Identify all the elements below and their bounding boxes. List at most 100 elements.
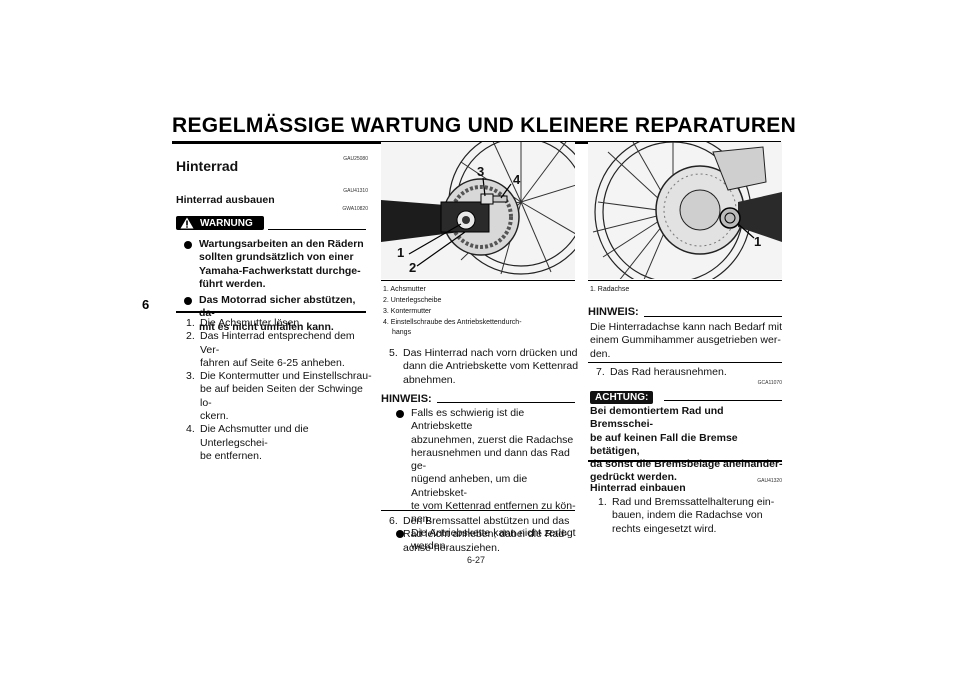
step-line: rechts eingesetzt wird.: [612, 522, 717, 535]
reference-code: GAU25080: [343, 156, 368, 162]
reference-code: GWA10820: [342, 206, 368, 212]
caution-end-rule: [588, 460, 782, 462]
subheading: Hinterrad einbauen: [590, 482, 686, 494]
figure-caption: 1. Radachse: [590, 286, 630, 293]
note-line: Die Antriebskette kann nicht zerlegt: [411, 526, 576, 539]
step-line: Rad und Bremssattelhalterung ein-: [612, 496, 775, 508]
step-item: 4. Die Achsmutter und die Unterlegschei-…: [186, 423, 372, 463]
note-end-rule: [381, 510, 575, 511]
step-line: Den Bremssattel abstützen und das: [403, 515, 570, 527]
step-line: Rad leicht anheben; dabei die Rad-: [403, 528, 568, 541]
note-rule: [437, 402, 575, 403]
step-number: 5.: [389, 347, 398, 359]
step-line: achse herausziehen.: [403, 541, 500, 554]
figure-label: 1: [397, 245, 405, 260]
chapter-tab: 6: [142, 297, 150, 312]
warning-line: Wartungsarbeiten an den Rädern: [199, 238, 364, 250]
figure-label: 3: [477, 164, 485, 179]
caption-line: 2. Unterlegscheibe: [383, 297, 442, 304]
step-item: 2. Das Hinterrad entsprechend dem Ver- f…: [186, 330, 372, 370]
step-line: dann die Antriebskette vom Kettenrad: [403, 360, 579, 373]
rear-axle-photo: 1: [588, 142, 782, 279]
note-line: nen.: [411, 513, 432, 526]
bullet-icon: [396, 410, 404, 418]
page-title: REGELMÄSSIGE WARTUNG UND KLEINERE REPARA…: [172, 114, 797, 137]
note-line: herausnehmen und dann das Rad ge-: [411, 446, 570, 473]
warning-line: Yamaha-Fachwerkstatt durchge-: [199, 264, 361, 277]
bullet-icon: [184, 241, 192, 249]
note-rule: [644, 316, 782, 317]
subheading: Hinterrad ausbauen: [176, 194, 275, 206]
step-item: 6. Den Bremssattel abstützen und das Rad…: [389, 515, 579, 555]
step-number: 1.: [598, 496, 607, 508]
step-line: ckern.: [200, 410, 229, 423]
note-line: Falls es schwierig ist die Antriebskette: [411, 407, 525, 433]
figure-label: 2: [409, 260, 417, 275]
reference-code: GAU41320: [757, 478, 782, 484]
figure-label: 1: [754, 234, 762, 249]
reference-code: GCA11070: [757, 380, 782, 386]
caution-line: gedrückt werden.: [590, 471, 677, 484]
step-line: be entfernen.: [200, 449, 262, 462]
warning-item: Wartungsarbeiten an den Rädern sollten g…: [184, 238, 370, 291]
step-line: be auf beiden Seiten der Schwinge lo-: [200, 383, 363, 409]
note-line: Die Hinterradachse kann nach Bedarf mit: [590, 321, 783, 333]
warning-list: Wartungsarbeiten an den Rädern sollten g…: [184, 238, 370, 334]
step-line: Das Hinterrad entsprechend dem Ver-: [200, 330, 355, 356]
warning-triangle-icon: [180, 217, 194, 229]
caution-label: ACHTUNG:: [590, 391, 654, 404]
section-heading: Hinterrad: [176, 158, 239, 174]
note-line: abzunehmen, zuerst die Radachse: [411, 433, 574, 446]
rear-axle-illustration: [381, 142, 575, 279]
note-line: den.: [590, 347, 611, 360]
note-line: nügend anheben, um die Antriebsket-: [411, 473, 528, 499]
step-line: Die Achsmutter und die Unterlegschei-: [200, 423, 309, 449]
figure-caption: 1. Achsmutter 2. Unterlegscheibe 3. Kont…: [383, 284, 577, 337]
step-item: 1. Rad und Bremssattelhalterung ein- bau…: [598, 496, 788, 536]
warning-line: sollten grundsätzlich von einer: [199, 251, 354, 264]
page-number: 6-27: [467, 555, 486, 565]
note-end-rule: [588, 362, 782, 363]
step-number: 7.: [596, 366, 605, 378]
note-item: Die Antriebskette kann nicht zerlegt wer…: [396, 527, 580, 554]
caution-rule: [664, 400, 782, 401]
step-line: Die Kontermutter und Einstellschrau-: [200, 370, 372, 383]
reference-code: GAU41310: [343, 188, 368, 194]
step-number: 2.: [186, 330, 195, 343]
bullet-icon: [184, 297, 192, 306]
note-label: HINWEIS:: [381, 393, 432, 405]
step-line: Die Achsmutter lösen.: [200, 317, 303, 329]
warning-badge: WARNUNG: [176, 216, 264, 230]
step-item: 5. Das Hinterrad nach vorn drücken und d…: [389, 347, 579, 387]
warning-line: mit es nicht umfallen kann.: [199, 320, 334, 333]
warning-end-rule: [176, 311, 366, 313]
note-line: te vom Kettenrad entfernen zu kön-: [411, 500, 576, 513]
caption-line: 1. Achsmutter: [383, 286, 426, 293]
note-list: Falls es schwierig ist die Antriebskette…: [396, 407, 580, 553]
warning-rule: [268, 229, 366, 230]
step-line: bauen, indem die Radachse von: [612, 509, 763, 522]
brake-disc-illustration: [588, 142, 782, 279]
warning-item: Das Motorrad sicher abstützen, da- mit e…: [184, 294, 370, 334]
step-number: 3.: [186, 370, 195, 383]
note-line: einem Gummihammer ausgetrieben wer-: [590, 334, 781, 347]
figure-rule: [381, 280, 575, 281]
caution-badge: ACHTUNG:: [590, 387, 654, 405]
caption-line: 3. Kontermutter: [383, 308, 432, 315]
note-item: Falls es schwierig ist die Antriebskette…: [396, 407, 580, 527]
step-line: Das Hinterrad nach vorn drücken und: [403, 347, 578, 359]
note-text: Die Hinterradachse kann nach Bedarf mit …: [590, 321, 784, 361]
warning-line: Das Motorrad sicher abstützen, da-: [199, 294, 356, 320]
step-item: 7. Das Rad herausnehmen.: [596, 366, 727, 379]
step-item: 1. Die Achsmutter lösen.: [186, 317, 372, 330]
caution-line: Bei demontiertem Rad und Bremsschei-: [590, 405, 724, 431]
bullet-icon: [396, 529, 404, 538]
step-number: 6.: [389, 515, 398, 527]
note-line: werden.: [411, 539, 449, 552]
warning-line: führt werden.: [199, 277, 266, 290]
caption-line: hangs: [392, 329, 412, 336]
caption-line: 4. Einstellschraube des Antriebskettendu…: [383, 319, 522, 326]
warning-label: WARNUNG: [200, 217, 253, 229]
step-item: 3. Die Kontermutter und Einstellschrau- …: [186, 370, 372, 423]
step-line: fahren auf Seite 6-25 anheben.: [200, 356, 345, 369]
